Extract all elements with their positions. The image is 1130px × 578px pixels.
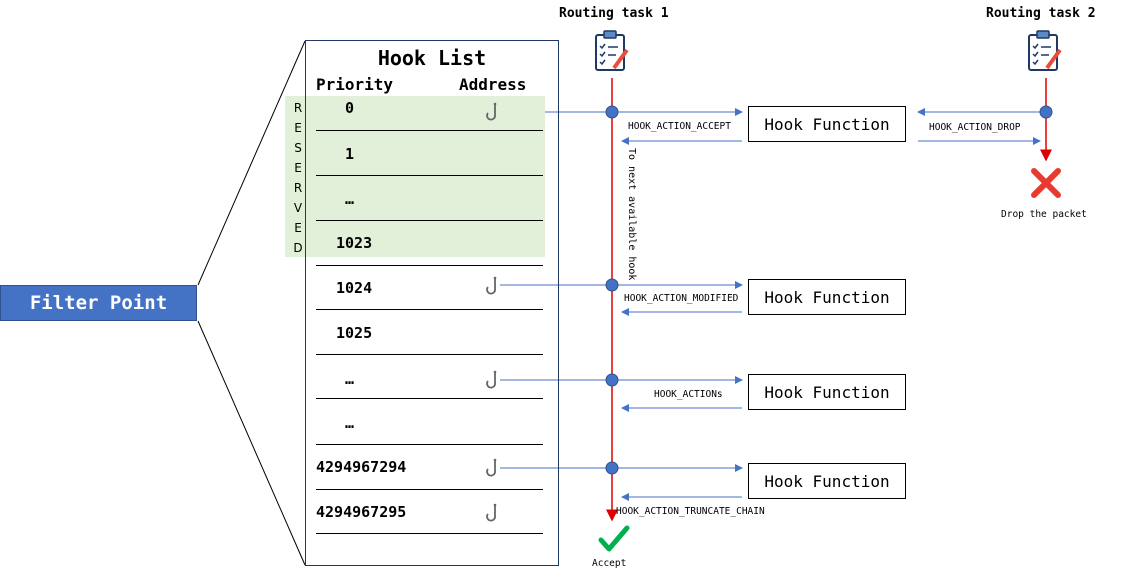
priority-1023: 1023	[336, 234, 373, 252]
row-divider	[316, 130, 543, 131]
reserved-letter: E	[294, 161, 302, 175]
node-3	[605, 373, 619, 387]
reserved-letter: R	[293, 181, 303, 195]
action-modified-label: HOOK_ACTION_MODIFIED	[624, 293, 739, 304]
priority-1024: 1024	[336, 279, 373, 297]
row-divider	[316, 444, 543, 445]
clipboard-icon	[1028, 30, 1062, 71]
drop-label: Drop the packet	[1001, 209, 1087, 220]
node-task2	[1039, 105, 1053, 119]
node-1	[605, 105, 619, 119]
reserved-letter: V	[293, 201, 303, 215]
hook-function-label: Hook Function	[764, 382, 890, 402]
hook-icon	[486, 458, 497, 477]
row-divider	[316, 489, 543, 490]
filter-point-box: Filter Point	[0, 285, 197, 321]
routing-task-2-title: Routing task 2	[986, 6, 1096, 21]
hook-function-box-4: Hook Function	[748, 463, 906, 499]
checkmark-icon	[598, 525, 630, 552]
row-divider	[316, 220, 543, 221]
action-actions-label: HOOK_ACTIONs	[654, 389, 723, 400]
callout-line-bottom	[197, 320, 306, 566]
priority-ellipsis: …	[345, 190, 355, 208]
node-2	[605, 278, 619, 292]
node-4	[605, 461, 619, 475]
hook-icon	[486, 370, 497, 389]
reserved-letter: D	[293, 241, 303, 255]
reserved-label: R E S E R V E D	[292, 98, 304, 258]
hook-function-box-1: Hook Function	[748, 106, 906, 142]
hook-function-label: Hook Function	[764, 114, 890, 134]
reserved-letter: S	[294, 141, 302, 155]
reserved-letter: E	[294, 121, 302, 135]
next-hook-label: To next available hook	[626, 148, 637, 281]
hook-function-label: Hook Function	[764, 287, 890, 307]
address-header: Address	[459, 75, 527, 94]
priority-0: 0	[345, 99, 355, 117]
hook-function-box-2: Hook Function	[748, 279, 906, 315]
priority-4294967295: 4294967295	[316, 503, 407, 521]
priority-ellipsis: …	[345, 414, 355, 432]
hook-icon	[486, 503, 497, 522]
cross-icon	[1031, 168, 1061, 198]
routing-task-1-title: Routing task 1	[559, 6, 669, 21]
row-divider	[316, 309, 543, 310]
row-divider	[316, 354, 543, 355]
hook-list-box	[305, 40, 559, 566]
reserved-letter: R	[293, 101, 303, 115]
action-truncate-label: HOOK_ACTION_TRUNCATE_CHAIN	[616, 506, 765, 517]
hook-list-title: Hook List	[377, 46, 487, 70]
callout-line-top	[197, 40, 306, 286]
hook-icon	[486, 276, 497, 295]
filter-point-label: Filter Point	[29, 292, 168, 314]
row-divider	[316, 533, 543, 534]
accept-label: Accept	[592, 558, 627, 569]
hook-function-label: Hook Function	[764, 471, 890, 491]
hook-function-box-3: Hook Function	[748, 374, 906, 410]
priority-1: 1	[345, 145, 355, 163]
action-accept-label: HOOK_ACTION_ACCEPT	[628, 121, 731, 132]
priority-header: Priority	[316, 75, 394, 94]
row-divider	[316, 265, 543, 266]
clipboard-icon	[595, 30, 629, 71]
reserved-region	[285, 96, 545, 257]
row-divider	[316, 175, 543, 176]
priority-1025: 1025	[336, 324, 373, 342]
reserved-letter: E	[294, 221, 302, 235]
action-drop-label: HOOK_ACTION_DROP	[929, 122, 1021, 133]
priority-4294967294: 4294967294	[316, 458, 407, 476]
row-divider	[316, 398, 543, 399]
priority-ellipsis: …	[345, 370, 355, 388]
hook-icon	[486, 102, 497, 121]
